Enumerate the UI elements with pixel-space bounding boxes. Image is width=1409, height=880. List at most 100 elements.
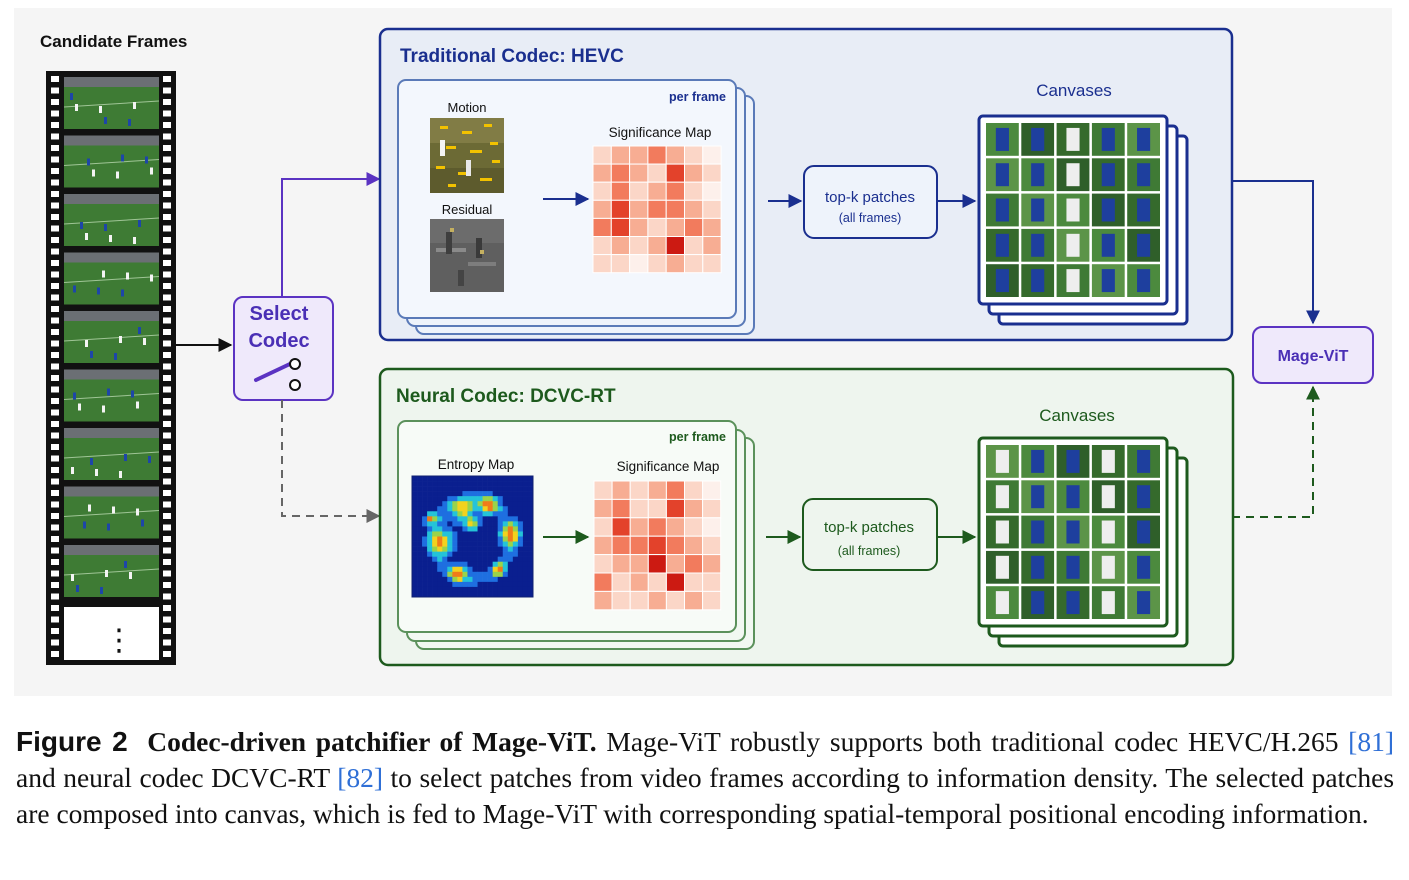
entropy-cell: [487, 546, 493, 552]
entropy-cell: [477, 566, 483, 573]
entropy-cell: [422, 516, 428, 522]
film-hole: [51, 605, 59, 611]
film-hole: [163, 283, 171, 289]
film-hole: [163, 570, 171, 577]
entropy-cell: [517, 481, 524, 487]
entropy-cell: [462, 486, 468, 492]
entropy-cell: [412, 501, 418, 507]
film-frame-line: [63, 100, 160, 108]
entropy-cell: [477, 481, 483, 487]
film-player: [107, 388, 110, 396]
entropy-cell: [447, 516, 453, 522]
entropy-cell: [492, 591, 499, 598]
significance-cell: [610, 254, 631, 274]
entropy-cell: [482, 566, 488, 573]
entropy-cell: [427, 546, 433, 552]
film-hole: [163, 651, 171, 657]
entropy-cell: [512, 506, 519, 512]
film-player: [150, 274, 153, 282]
entropy-cell: [517, 571, 524, 578]
caption-title: Codec-driven patchifier of Mage-ViT.: [147, 726, 597, 757]
entropy-cell: [437, 536, 443, 542]
entropy-cell: [472, 571, 478, 578]
entropy-cell: [457, 531, 463, 537]
canvas-player: [1101, 198, 1115, 222]
canvas-player: [1031, 163, 1045, 187]
entropy-cell: [447, 491, 453, 497]
select-codec-box[interactable]: [233, 296, 334, 401]
film-hole: [163, 375, 171, 381]
film-hole: [163, 352, 171, 358]
significance-cell: [647, 236, 667, 256]
caption-ref-82[interactable]: [82]: [337, 762, 384, 793]
entropy-cell: [422, 576, 428, 583]
entropy-cell: [517, 586, 524, 593]
film-player: [148, 456, 151, 463]
entropy-cell: [452, 551, 458, 557]
entropy-cell: [472, 576, 478, 583]
switch-icon: [254, 358, 301, 391]
entropy-cell: [467, 516, 473, 522]
entropy-cell: [457, 546, 463, 552]
entropy-cell: [427, 521, 433, 527]
significance-cell: [684, 199, 704, 219]
entropy-cell: [522, 586, 529, 593]
entropy-cell: [467, 476, 473, 482]
entropy-cell: [457, 591, 463, 598]
entropy-cell: [412, 491, 418, 497]
entropy-cell: [502, 521, 509, 527]
entropy-cell: [502, 491, 509, 497]
entropy-cell: [457, 536, 463, 542]
entropy-cell: [417, 576, 423, 583]
entropy-cell: [437, 526, 443, 532]
canvas-player: [1137, 163, 1151, 187]
entropy-cell: [522, 581, 529, 588]
entropy-cell: [432, 521, 438, 527]
film-player: [71, 574, 74, 581]
entropy-cell: [477, 516, 483, 522]
dcvc-topk-box[interactable]: [802, 498, 938, 571]
entropy-cell: [447, 481, 453, 487]
entropy-cell: [442, 561, 448, 568]
entropy-cell: [432, 501, 438, 507]
entropy-cell: [527, 536, 534, 542]
film-hole: [163, 593, 171, 600]
caption-ref-81[interactable]: [81]: [1348, 726, 1394, 757]
entropy-cell: [432, 586, 438, 593]
film-hole: [163, 386, 171, 393]
significance-cell: [611, 498, 631, 519]
significance-cell: [647, 572, 667, 592]
mage-vit-box[interactable]: [1252, 326, 1374, 384]
entropy-cell: [447, 541, 453, 547]
film-hole: [51, 375, 59, 381]
film-frame-line: [63, 276, 160, 283]
entropy-cell: [492, 571, 499, 578]
entropy-cell: [527, 581, 534, 588]
canvas-player: [1031, 127, 1045, 151]
entropy-cell: [497, 561, 504, 568]
significance-cell: [629, 181, 649, 201]
entropy-cell: [502, 566, 509, 573]
entropy-cell: [432, 536, 438, 542]
entropy-cell: [522, 571, 529, 578]
significance-cell: [684, 517, 704, 537]
entropy-cell: [522, 566, 529, 573]
entropy-cell: [412, 486, 418, 492]
significance-cell: [665, 498, 686, 519]
film-hole: [163, 191, 171, 197]
significance-cell: [665, 535, 686, 556]
entropy-cell: [462, 566, 468, 573]
canvas-player: [995, 449, 1009, 473]
entropy-cell: [527, 521, 534, 527]
film-player: [104, 224, 107, 231]
entropy-cell: [467, 531, 473, 537]
significance-cell: [592, 217, 612, 237]
film-hole: [51, 651, 59, 657]
entropy-cell: [457, 541, 463, 547]
entropy-cell: [512, 536, 519, 542]
entropy-cell: [492, 576, 499, 583]
entropy-cell: [432, 551, 438, 557]
film-hole: [51, 639, 59, 646]
entropy-cell: [462, 511, 468, 517]
entropy-cell: [427, 551, 433, 557]
